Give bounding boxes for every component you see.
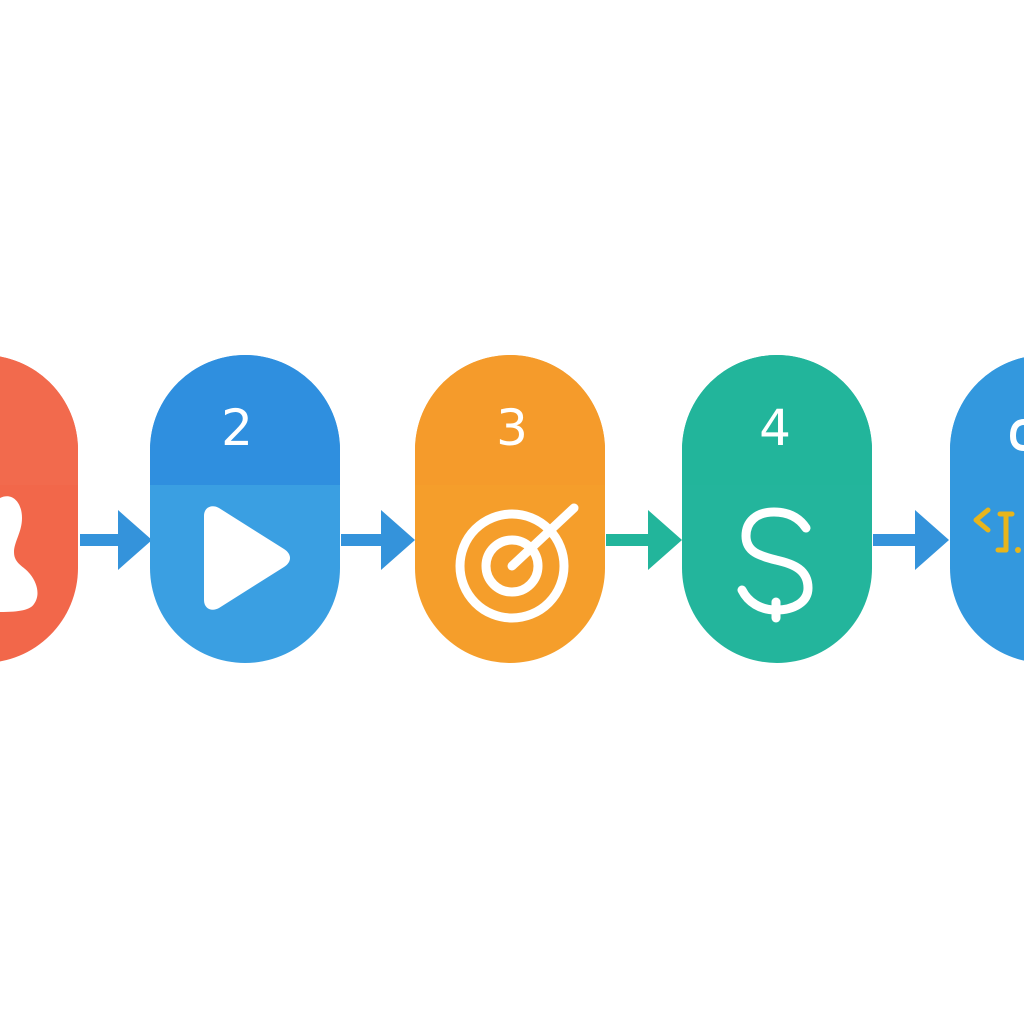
step-3-number: 3 [496, 399, 528, 457]
step-5-pill-top [950, 355, 1024, 485]
step-2-pill-top [150, 355, 340, 485]
step-3-pill-top [415, 355, 605, 485]
dollar-icon [728, 498, 828, 628]
step-4-pill-top [682, 355, 872, 485]
step-3-pill [415, 355, 605, 663]
step-1-pill-top [0, 355, 78, 485]
target-icon [452, 500, 582, 630]
code-icon [972, 504, 1024, 560]
step-4-number: 4 [759, 399, 791, 457]
step-2-pill [150, 355, 340, 663]
connector-arrow-2 [341, 508, 415, 572]
step-5-number-fragment [1009, 416, 1024, 456]
connector-arrow-4 [873, 508, 949, 572]
connector-arrow-3 [606, 508, 682, 572]
connector-arrow-1 [80, 508, 152, 572]
play-icon [198, 502, 294, 614]
step-2-number: 2 [221, 399, 253, 457]
person-icon [0, 470, 50, 620]
